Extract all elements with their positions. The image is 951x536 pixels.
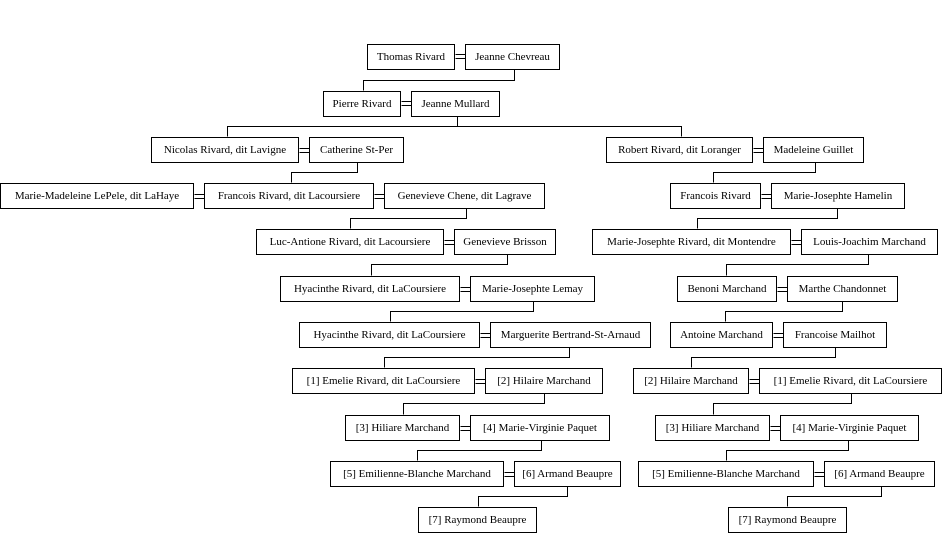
descent-line xyxy=(371,254,508,276)
descent-line xyxy=(726,440,849,461)
person-node: [2] Hilaire Marchand xyxy=(485,368,603,394)
person-node: Benoni Marchand xyxy=(677,276,777,302)
person-node: Pierre Rivard xyxy=(323,91,401,117)
marriage-link xyxy=(299,148,310,153)
person-node: Marie-Madeleine LePele, dit LaHaye xyxy=(0,183,194,209)
person-node: Marie-Josephte Hamelin xyxy=(771,183,905,209)
person-node: Marie-Josephte Rivard, dit Montendre xyxy=(592,229,791,255)
person-node: Francois Rivard xyxy=(670,183,761,209)
descent-line xyxy=(417,440,542,461)
person-node: Robert Rivard, dit Loranger xyxy=(606,137,753,163)
descent-line xyxy=(384,347,570,368)
person-node: Marguerite Bertrand-St-Arnaud xyxy=(490,322,651,348)
person-node: Catherine St-Per xyxy=(309,137,404,163)
descent-line xyxy=(478,486,568,507)
descent-line xyxy=(725,301,843,322)
person-node: Luc-Antione Rivard, dit Lacoursiere xyxy=(256,229,444,255)
person-node: Genevieve Brisson xyxy=(454,229,556,255)
person-node: [6] Armand Beaupre xyxy=(514,461,621,487)
person-node: Francois Rivard, dit Lacoursiere xyxy=(204,183,374,209)
marriage-link xyxy=(791,240,802,245)
marriage-link xyxy=(401,101,412,106)
descent-line xyxy=(787,486,882,507)
descent-line xyxy=(403,393,545,415)
marriage-link xyxy=(770,426,781,431)
marriage-link xyxy=(480,333,491,338)
person-node: [2] Hilaire Marchand xyxy=(633,368,749,394)
descent-line xyxy=(691,347,836,368)
marriage-link xyxy=(444,240,455,245)
person-node: [5] Emilienne-Blanche Marchand xyxy=(330,461,504,487)
person-node: [7] Raymond Beaupre xyxy=(728,507,847,533)
person-node: [3] Hiliare Marchand xyxy=(655,415,770,441)
person-node: [3] Hiliare Marchand xyxy=(345,415,460,441)
person-node: [4] Marie-Virginie Paquet xyxy=(470,415,610,441)
person-node: Marthe Chandonnet xyxy=(787,276,898,302)
descent-line xyxy=(726,254,869,276)
person-node: [1] Emelie Rivard, dit LaCoursiere xyxy=(759,368,942,394)
person-node: [6] Armand Beaupre xyxy=(824,461,935,487)
descent-line xyxy=(227,116,682,137)
descent-line xyxy=(390,301,534,322)
descent-line xyxy=(350,208,467,229)
marriage-link xyxy=(777,287,788,292)
person-node: [5] Emilienne-Blanche Marchand xyxy=(638,461,814,487)
marriage-link xyxy=(753,148,764,153)
descent-line xyxy=(713,393,852,415)
person-node: Antoine Marchand xyxy=(670,322,773,348)
person-node: Madeleine Guillet xyxy=(763,137,864,163)
person-node: Louis-Joachim Marchand xyxy=(801,229,938,255)
person-node: Marie-Josephte Lemay xyxy=(470,276,595,302)
person-node: Jeanne Mullard xyxy=(411,91,500,117)
person-node: Hyacinthe Rivard, dit LaCoursiere xyxy=(299,322,480,348)
person-node: Genevieve Chene, dit Lagrave xyxy=(384,183,545,209)
marriage-link xyxy=(460,287,471,292)
descent-line xyxy=(291,162,358,183)
person-node: [1] Emelie Rivard, dit LaCoursiere xyxy=(292,368,475,394)
person-node: Thomas Rivard xyxy=(367,44,455,70)
person-node: Nicolas Rivard, dit Lavigne xyxy=(151,137,299,163)
marriage-link xyxy=(475,379,486,384)
marriage-link xyxy=(504,472,515,477)
descent-line xyxy=(713,162,816,183)
marriage-link xyxy=(194,194,205,199)
marriage-link xyxy=(761,194,772,199)
descent-line xyxy=(363,69,515,91)
marriage-link xyxy=(460,426,471,431)
person-node: [4] Marie-Virginie Paquet xyxy=(780,415,919,441)
person-node: Jeanne Chevreau xyxy=(465,44,560,70)
marriage-link xyxy=(749,379,760,384)
marriage-link xyxy=(814,472,825,477)
marriage-link xyxy=(773,333,784,338)
marriage-link xyxy=(374,194,385,199)
marriage-link xyxy=(455,54,466,59)
person-node: Francoise Mailhot xyxy=(783,322,887,348)
person-node: Hyacinthe Rivard, dit LaCoursiere xyxy=(280,276,460,302)
descent-line xyxy=(697,208,838,229)
person-node: [7] Raymond Beaupre xyxy=(418,507,537,533)
